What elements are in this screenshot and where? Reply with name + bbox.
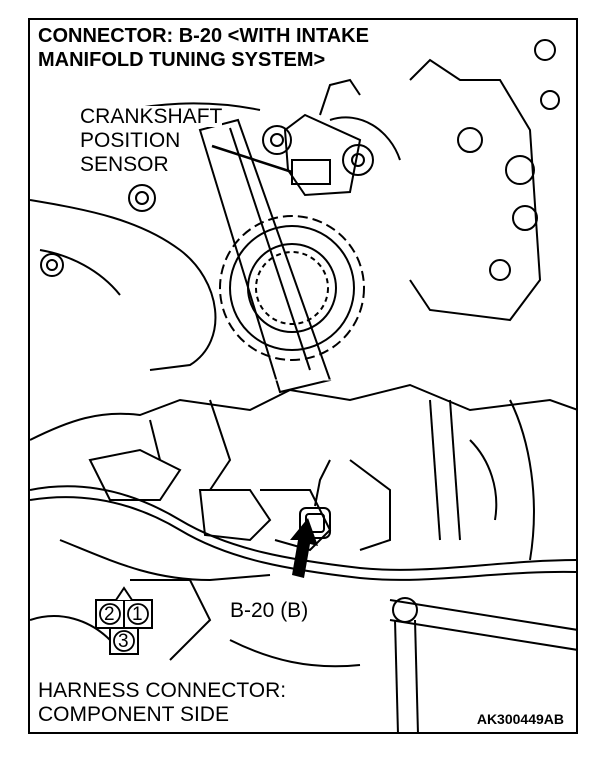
pipe-bottom-lower <box>389 619 576 651</box>
lower-bracket <box>130 579 212 661</box>
title-line-2: MANIFOLD TUNING SYSTEM> <box>38 49 326 71</box>
hose-right-3 <box>509 399 535 561</box>
pin-number-1: 1 <box>132 604 143 625</box>
pin-number-2: 2 <box>104 604 115 625</box>
connector-latch <box>115 586 133 601</box>
sensor-mount-left <box>262 125 292 155</box>
sensor-mount-left-bolt <box>270 133 284 147</box>
callout-connector: B-20 (B) <box>230 599 309 622</box>
callout-sensor-line-1: CRANKSHAFT <box>80 105 223 128</box>
bolt-head <box>40 253 64 277</box>
hose-left <box>59 539 271 582</box>
figure-code: AK300449AB <box>476 711 564 727</box>
bay-line-2 <box>149 419 161 461</box>
pin-number-3: 3 <box>118 631 129 652</box>
sprocket-spline <box>255 251 329 325</box>
pipe-vertical-2 <box>414 619 419 732</box>
bolt-center <box>135 191 149 205</box>
bay-outline-top <box>30 383 576 441</box>
bolt-hole <box>512 205 538 231</box>
connector-arrow <box>290 518 318 578</box>
hose-right-2 <box>449 399 461 541</box>
bolt-hole <box>505 155 535 185</box>
callout-sensor-line-2: POSITION <box>80 129 181 152</box>
bay-line-3 <box>469 439 498 521</box>
harness-label-line-2: COMPONENT SIDE <box>38 703 229 726</box>
bolt-hole <box>489 259 511 281</box>
block-outline-mid <box>329 116 401 161</box>
sensor-connector <box>291 159 331 185</box>
sprocket-hub <box>247 243 337 333</box>
block-outline-curve <box>39 249 121 296</box>
sprocket-teeth <box>219 215 365 361</box>
pipe-clamp <box>392 597 418 623</box>
bolt-head <box>128 184 156 212</box>
block-outline-right <box>409 58 542 322</box>
pipe-vertical <box>394 619 399 732</box>
sensor-housing <box>349 459 391 551</box>
pipe-bottom <box>389 599 576 631</box>
bolt-hole <box>540 90 560 110</box>
lower-line <box>229 639 361 668</box>
bracket-left <box>88 448 182 501</box>
bolt-center <box>46 259 58 271</box>
lower-curve <box>30 615 111 641</box>
diagram-frame: CONNECTOR: B-20 <WITH INTAKE MANIFOLD TU… <box>28 18 578 734</box>
title-line-1: CONNECTOR: B-20 <WITH INTAKE <box>38 25 369 47</box>
sprocket-rim <box>229 225 355 351</box>
sensor-leader-line <box>211 144 293 174</box>
bolt-hole <box>457 127 483 153</box>
engine-illustration <box>30 39 576 732</box>
harness-main-lower <box>30 496 576 581</box>
pin-circle-1 <box>127 603 149 625</box>
sensor-mount-right-bolt <box>351 153 365 167</box>
harness-label-line-1: HARNESS CONNECTOR: <box>38 679 287 702</box>
sensor-wire <box>319 78 361 116</box>
pin-circle-2 <box>99 603 121 625</box>
bracket-mid <box>198 489 272 542</box>
block-outline-left <box>30 199 217 371</box>
pin-circle-3 <box>113 630 135 652</box>
hose-right-1 <box>429 399 441 541</box>
sensor-mount-right <box>342 144 374 176</box>
bay-line-1 <box>209 399 232 491</box>
bolt-hole <box>534 39 556 61</box>
connector-wire <box>314 459 331 507</box>
callout-sensor-line-3: SENSOR <box>80 153 169 176</box>
harness-main <box>30 485 576 571</box>
